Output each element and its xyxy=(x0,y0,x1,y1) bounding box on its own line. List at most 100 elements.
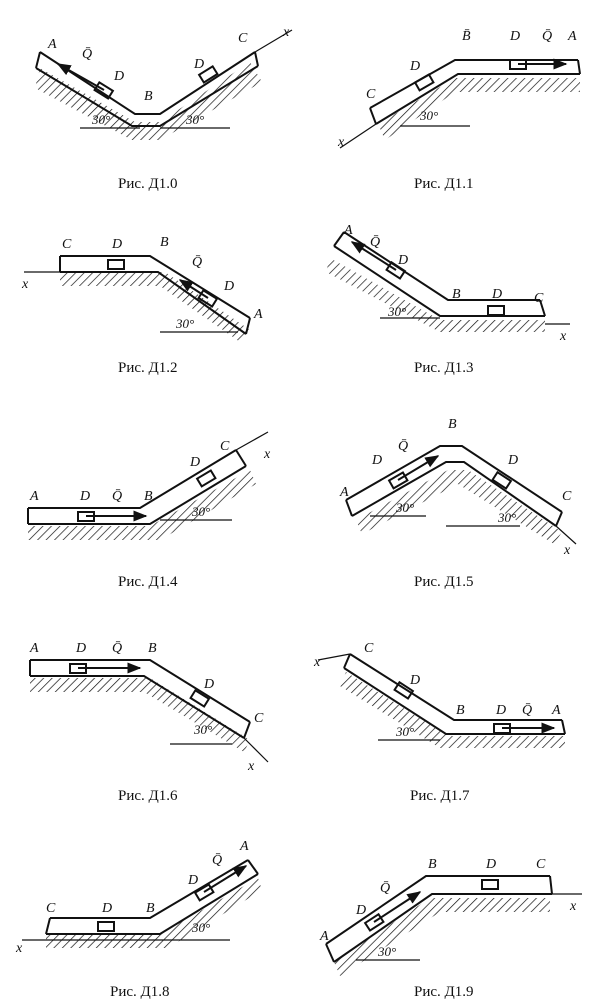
figure-d1-4: A D Q̄ B D C x 30° Рис. Д1.4 xyxy=(27,431,271,590)
figure-d1-7: C D B D Q̄ A x 30° Рис. Д1.7 xyxy=(313,641,566,804)
track-top xyxy=(39,51,256,115)
figure-d1-8: C D B D Q̄ A x 30° Рис. Д1.8 xyxy=(15,839,262,1000)
label-a: A xyxy=(239,839,249,854)
label-a: A xyxy=(339,485,349,500)
label-x: x xyxy=(313,655,321,670)
label-c: C xyxy=(536,857,546,872)
track-bottom xyxy=(35,65,259,127)
x-axis xyxy=(555,525,577,545)
label-d: D xyxy=(509,29,520,44)
label-x: x xyxy=(21,277,29,292)
label-d: D xyxy=(409,673,420,688)
x-axis xyxy=(317,653,351,661)
caption: Рис. Д1.3 xyxy=(414,360,474,376)
angle-label: 30° xyxy=(497,510,516,525)
caption: Рис. Д1.5 xyxy=(414,574,474,590)
label-x: x xyxy=(263,447,271,462)
label-q: Q̄ xyxy=(192,255,202,270)
label-b: B xyxy=(456,703,465,718)
label-c: C xyxy=(366,87,376,102)
label-c: C xyxy=(46,901,56,916)
caption: Рис. Д1.8 xyxy=(110,984,170,1000)
caption: Рис. Д1.4 xyxy=(118,574,178,590)
label-x: x xyxy=(247,759,255,774)
label-a: A xyxy=(551,703,561,718)
angle-label: 30° xyxy=(395,724,414,739)
force-q-arrow xyxy=(203,865,248,893)
label-d: D xyxy=(113,69,124,84)
label-q: Q̄ xyxy=(542,29,552,44)
caption: Рис. Д1.1 xyxy=(414,176,474,192)
label-x: x xyxy=(559,329,567,344)
label-b: B xyxy=(448,417,457,432)
caption: Рис. Д1.9 xyxy=(414,984,474,1000)
label-d: D xyxy=(223,279,234,294)
body-d xyxy=(197,64,219,84)
label-b: B xyxy=(144,89,153,104)
label-x: x xyxy=(569,899,577,914)
label-c: C xyxy=(534,291,544,306)
body-d xyxy=(189,688,211,708)
label-q: Q̄ xyxy=(380,881,390,896)
body-d xyxy=(487,305,505,316)
label-c: C xyxy=(254,711,264,726)
label-d: D xyxy=(193,57,204,72)
label-b: B xyxy=(428,857,437,872)
label-x: x xyxy=(15,941,23,956)
x-axis xyxy=(339,123,377,149)
label-d: D xyxy=(491,287,502,302)
label-q: Q̄ xyxy=(112,489,122,504)
x-axis xyxy=(243,737,269,763)
angle-label: 30° xyxy=(193,722,212,737)
angle-label: 30° xyxy=(91,112,110,127)
label-d: D xyxy=(189,455,200,470)
label-c: C xyxy=(62,237,72,252)
body-d xyxy=(393,680,415,700)
label-a: A xyxy=(29,641,39,656)
force-q-arrow xyxy=(56,63,105,91)
label-a: A xyxy=(319,929,329,944)
angle-label: 30° xyxy=(387,304,406,319)
label-d: D xyxy=(397,253,408,268)
force-q-arrow xyxy=(373,891,422,923)
label-d: D xyxy=(75,641,86,656)
angle-label: 30° xyxy=(185,112,204,127)
label-d: D xyxy=(101,901,112,916)
label-b: B xyxy=(452,287,461,302)
label-x: x xyxy=(337,135,345,150)
angle-label: 30° xyxy=(191,920,210,935)
figure-d1-0: A Q̄ D B D C x 30° 30° Рис. Д1.0 xyxy=(35,25,293,192)
x-axis xyxy=(254,29,293,53)
label-q: Q̄ xyxy=(82,47,92,62)
label-d: D xyxy=(371,453,382,468)
label-b: B xyxy=(146,901,155,916)
body-d xyxy=(413,73,435,92)
label-b: B̄ xyxy=(462,29,471,44)
force-q-arrow xyxy=(397,455,440,481)
label-a: A xyxy=(253,307,263,322)
label-c: C xyxy=(238,31,248,46)
label-q: Q̄ xyxy=(522,703,532,718)
label-a: A xyxy=(29,489,39,504)
label-x: x xyxy=(282,25,290,40)
caption: Рис. Д1.7 xyxy=(410,788,470,804)
body-d xyxy=(107,259,125,270)
figure-d1-1: C D B̄ D Q̄ A x 30° Рис. Д1.1 xyxy=(337,29,581,192)
label-a: A xyxy=(343,223,353,238)
x-axis xyxy=(235,431,269,451)
ground-hatch xyxy=(35,62,262,140)
figure-d1-9: A D Q̄ B D C x 30° Рис. Д1.9 xyxy=(319,857,582,1000)
label-b: B xyxy=(148,641,157,656)
label-a: A xyxy=(567,29,577,44)
label-d: D xyxy=(485,857,496,872)
label-a: A xyxy=(47,37,57,52)
label-q: Q̄ xyxy=(112,641,122,656)
caption: Рис. Д1.2 xyxy=(118,360,178,376)
figure-d1-3: A Q̄ D B D C x 30° Рис. Д1.3 xyxy=(326,223,570,376)
label-x: x xyxy=(563,543,571,558)
angle-label: 30° xyxy=(395,500,414,515)
angle-label: 30° xyxy=(377,944,396,959)
label-c: C xyxy=(220,439,230,454)
